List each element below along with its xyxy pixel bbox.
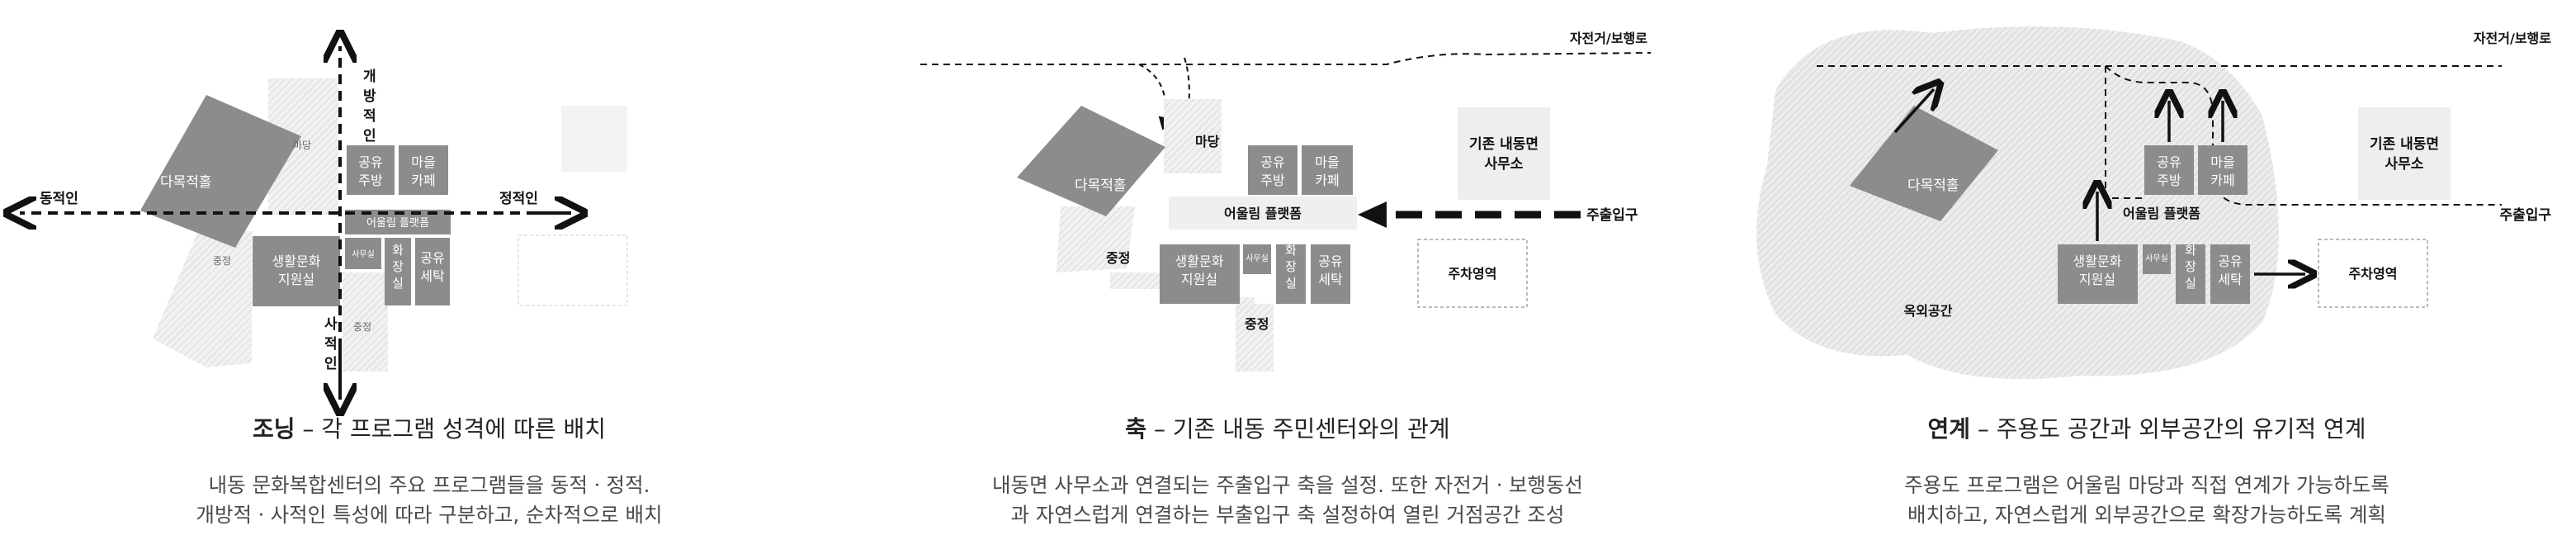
label-static: 정적인 (499, 191, 538, 207)
panel-title: 연계 – 주용도 공간과 외부공간의 유기적 연계 (1927, 415, 2366, 443)
existing-office (2358, 107, 2451, 200)
label-jungjeong-2: 중정 (353, 321, 371, 333)
label-hall: 다목적홀 (1075, 178, 1127, 194)
label-madang: 마당 (1195, 134, 1220, 149)
office (2143, 244, 2171, 274)
parking-area (1417, 239, 1528, 308)
toilet (2176, 244, 2205, 304)
shared-kitchen (347, 145, 395, 195)
label-hall: 다목적홀 (1907, 178, 1959, 194)
toilet (1276, 244, 1306, 304)
courtyard-left (1056, 206, 1135, 272)
label-dynamic: 동적인 (40, 191, 78, 207)
toilet (385, 238, 411, 305)
shared-kitchen (2144, 145, 2194, 195)
route-dashed (2105, 65, 2502, 206)
panel-title: 조닝 – 각 프로그램 성격에 따른 배치 (252, 415, 607, 443)
laundry (2210, 244, 2250, 304)
multipurpose-hall (1017, 106, 1165, 216)
courtyard-bottom (1236, 304, 1274, 372)
label-platform: 어울림 플랫폼 (2123, 206, 2200, 221)
label-hall: 다목적홀 (160, 174, 212, 191)
culture-room (253, 236, 340, 306)
panel-title: 축 – 기존 내동 주민센터와의 관계 (1125, 415, 1450, 443)
village-cafe (1302, 145, 1353, 195)
ghost-box (561, 106, 627, 172)
village-cafe (399, 145, 448, 195)
culture-room (1160, 244, 1240, 304)
shared-kitchen (1248, 145, 1297, 195)
culture-room (2058, 244, 2138, 304)
label-parking: 주차영역 (1449, 266, 1497, 282)
panel-description: 내동 문화복합센터의 주요 프로그램들을 동적ㆍ정적. 개방적ㆍ사적인 특성에 … (196, 473, 663, 527)
laundry (1311, 244, 1350, 304)
label-jungjeong: 중정 (213, 255, 231, 267)
village-cafe (2198, 145, 2248, 195)
courtyard-zone-2 (343, 272, 388, 372)
bike-path-line (920, 52, 1652, 65)
label-bike: 자전거/보행로 (1570, 31, 1647, 46)
main-entrance-arrowhead (1358, 201, 1387, 228)
label-platform: 어울림 플랫폼 (1224, 206, 1302, 221)
ghost-dashed-box (518, 234, 628, 306)
outdoor-space (1756, 26, 2279, 380)
label-entrance: 주출입구 (1586, 207, 1638, 224)
label-jungjeong: 중정 (1106, 250, 1130, 266)
parking-area (2318, 239, 2428, 308)
label-platform: 어울림 플랫폼 (366, 217, 429, 230)
arrow-hall-out (1893, 89, 1934, 134)
platform (1169, 197, 1357, 230)
courtyard-zone (153, 231, 252, 367)
label-parking: 주차영역 (2349, 266, 2398, 282)
existing-office (1458, 107, 1550, 200)
label-outdoor: 옥외공간 (1904, 303, 1953, 319)
courtyard-zone (1110, 272, 1172, 289)
sub-entrance-arrow (1138, 64, 1172, 130)
office (345, 238, 381, 269)
label-bike: 자전거/보행로 (2474, 31, 2551, 46)
panel-description: 내동면 사무소과 연결되는 주출입구 축을 설정. 또한 자전거ㆍ보행동선 과 … (992, 473, 1583, 527)
office (1243, 244, 1271, 274)
label-entrance: 주출입구 (2499, 207, 2551, 224)
madang-zone (1164, 99, 1222, 173)
madang-zone (268, 78, 338, 215)
label-office: 사무실 (1245, 253, 1269, 263)
label-madang: 마당 (293, 140, 311, 151)
label-jungjeong-2: 중정 (1245, 316, 1269, 332)
multipurpose-hall (140, 95, 301, 248)
label-office: 사무실 (352, 249, 375, 259)
laundry (415, 238, 450, 305)
multipurpose-hall (1850, 106, 1998, 221)
panel-description: 주용도 프로그램은 어울림 마당과 직접 연계가 가능하도록 배치하고, 자연스… (1904, 473, 2389, 527)
label-office: 사무실 (2145, 253, 2168, 263)
